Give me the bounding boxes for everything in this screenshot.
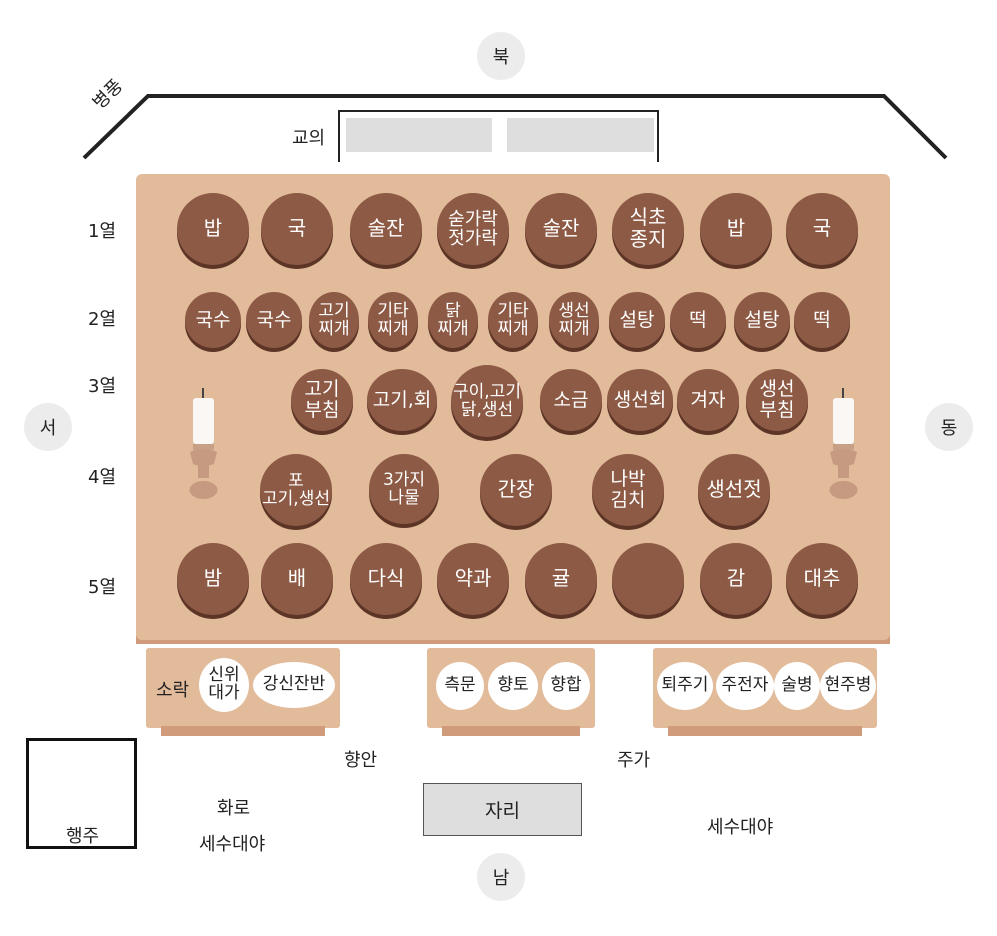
- gyoui-frame: [338, 110, 659, 162]
- jujeonja: 주전자: [716, 662, 774, 710]
- dish-row5-1: 밤: [177, 543, 249, 615]
- jari-mat: 자리: [423, 783, 582, 836]
- dish-row3-3: 구이,고기 닭,생선: [451, 365, 523, 437]
- dish-row2-7: 생선 찌개: [549, 292, 599, 348]
- sulbyeong: 술병: [774, 662, 820, 710]
- dish-row4-4: 나박 김치: [592, 454, 664, 526]
- dish-row2-11: 떡: [794, 292, 850, 348]
- dish-row1-6: 식초 종지: [612, 193, 684, 265]
- dish-row5-3: 다식: [350, 543, 422, 615]
- dish-row3-2: 고기,회: [367, 369, 437, 431]
- compass-west-label: 서: [39, 418, 57, 439]
- hwaro-label: 화로: [217, 798, 251, 819]
- dish-row3-6: 겨자: [677, 369, 739, 431]
- candle-right-icon: [829, 388, 858, 499]
- dish-row3-1: 고기 부침: [291, 369, 353, 431]
- row-label-1: 1열: [88, 221, 117, 242]
- dish-row2-5: 닭 찌개: [428, 292, 478, 348]
- side-table-left-leg: [161, 726, 325, 736]
- dish-row2-9: 떡: [670, 292, 726, 348]
- gyoui-label: 교의: [292, 128, 326, 149]
- dish-row3-5: 생선회: [607, 369, 673, 431]
- compass-east-label: 동: [940, 418, 958, 439]
- gyoui-panel-right: [507, 118, 654, 152]
- hyeonjubyeong: 현주병: [820, 662, 876, 710]
- dish-row5-6: [612, 543, 684, 615]
- dish-row2-4: 기타 찌개: [368, 292, 418, 348]
- dish-row4-1: 포 고기,생선: [260, 454, 332, 526]
- sinwi-daega: 신위 대가: [199, 658, 249, 712]
- dish-row1-3: 술잔: [350, 193, 422, 265]
- sesu-right-label: 세수대야: [707, 817, 774, 838]
- haengju-label: 행주: [66, 826, 100, 847]
- dish-row4-2: 3가지 나물: [369, 454, 439, 524]
- dish-row2-1: 국수: [185, 292, 241, 348]
- dish-row5-4: 약과: [437, 543, 509, 615]
- hyangto: 향토: [488, 662, 538, 710]
- dish-row4-5: 생선젓: [698, 454, 770, 526]
- dish-row1-2: 국: [261, 193, 333, 265]
- side-table-middle-leg: [442, 726, 580, 736]
- dish-row1-7: 밥: [700, 193, 772, 265]
- compass-north: 북: [477, 32, 525, 80]
- dish-row5-8: 대추: [786, 543, 858, 615]
- compass-south-label: 남: [492, 868, 510, 889]
- compass-south: 남: [477, 853, 525, 901]
- side-table-right-leg: [668, 726, 862, 736]
- candle-left-icon: [189, 388, 218, 499]
- hyangan-label: 향안: [344, 750, 378, 771]
- sorak-label: 소락: [156, 680, 190, 701]
- dish-row1-1: 밥: [177, 193, 249, 265]
- sesu-left-label: 세수대야: [199, 834, 266, 855]
- dish-row2-2: 국수: [246, 292, 302, 348]
- jari-label: 자리: [485, 800, 520, 822]
- dish-row5-7: 감: [700, 543, 772, 615]
- dish-row5-2: 배: [261, 543, 333, 615]
- gyoui-panel-left: [346, 118, 492, 152]
- dish-row1-5: 술잔: [525, 193, 597, 265]
- row-label-3: 3열: [88, 376, 117, 397]
- dish-row2-3: 고기 찌개: [309, 292, 359, 348]
- row-label-5: 5열: [88, 577, 117, 598]
- dish-row2-10: 설탕: [734, 292, 790, 348]
- compass-east: 동: [925, 403, 973, 451]
- dish-row3-4: 소금: [540, 369, 602, 431]
- folding-screen-outline: [82, 94, 948, 160]
- dish-row5-5: 귤: [525, 543, 597, 615]
- row-label-4: 4열: [88, 467, 117, 488]
- compass-north-label: 북: [492, 47, 510, 68]
- dish-row4-3: 간장: [480, 454, 552, 526]
- cheukmun: 측문: [436, 662, 484, 710]
- row-label-2: 2열: [88, 309, 117, 330]
- gangsin-janban: 강신잔반: [253, 662, 335, 708]
- toejugi: 퇴주기: [657, 662, 713, 710]
- juga-label: 주가: [617, 750, 651, 771]
- haengju-box: [26, 738, 137, 849]
- dish-row1-4: 숟가락 젓가락: [437, 193, 509, 265]
- dish-row1-8: 국: [786, 193, 858, 265]
- dish-row3-7: 생선 부침: [746, 369, 808, 431]
- dish-row2-8: 설탕: [609, 292, 665, 348]
- dish-row2-6: 기타 찌개: [488, 292, 538, 348]
- hyanghap: 향합: [542, 662, 590, 710]
- compass-west: 서: [24, 403, 72, 451]
